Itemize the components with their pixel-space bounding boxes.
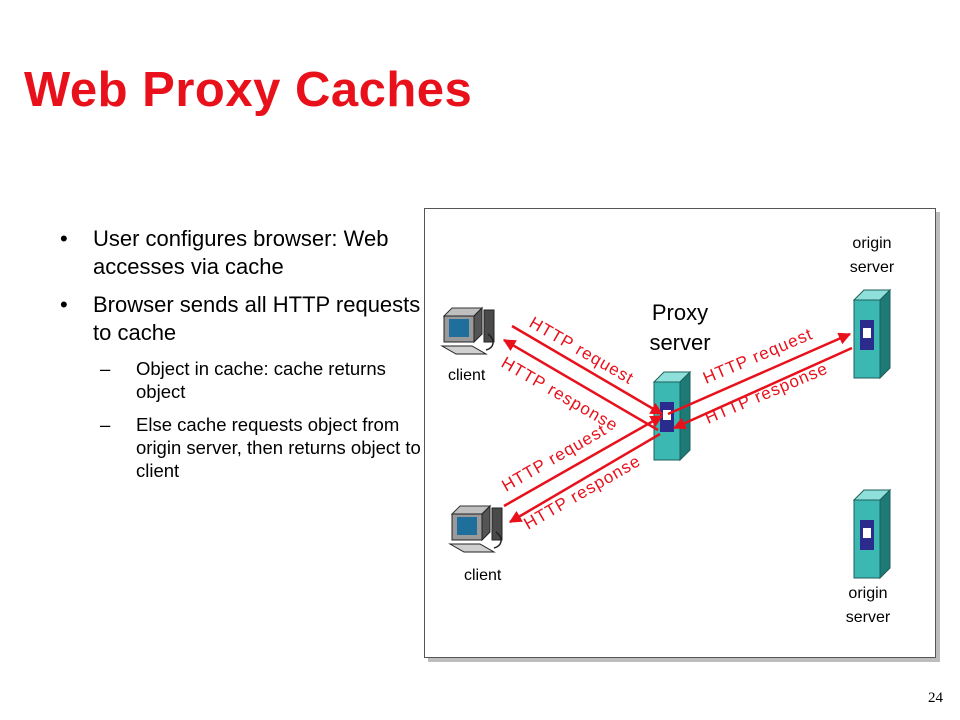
arrow-request-origin	[667, 332, 852, 416]
bullet-marker: •	[60, 292, 68, 317]
arrow-request-client-bottom	[503, 414, 664, 508]
arrow-response-client-top	[502, 338, 659, 432]
origin-server-bottom-icon	[853, 489, 891, 579]
client-bottom-icon	[449, 505, 503, 553]
origin-bottom-label-line2: server	[846, 609, 891, 626]
origin-server-top-icon	[853, 289, 891, 379]
origin-bottom-label-line1: origin	[848, 585, 887, 602]
sub-bullet-marker: –	[100, 358, 111, 379]
slide-title: Web Proxy Caches	[24, 63, 473, 117]
sub-bullet-text: Object in cache: cache returns object	[136, 358, 386, 402]
bullet-text: Browser sends all HTTP requests to cache	[93, 292, 421, 345]
bullet-item: • Browser sends all HTTP requests to cac…	[60, 291, 430, 347]
sub-bullet-marker: –	[100, 414, 111, 435]
sub-bullet-item: – Else cache requests object from origin…	[60, 413, 430, 482]
client-top-icon	[441, 307, 495, 355]
origin-top-label-line2: server	[850, 259, 895, 276]
page-number: 24	[928, 690, 943, 706]
client-top-label: client	[448, 367, 486, 384]
proxy-label-line1: Proxy	[652, 300, 708, 325]
bullet-item: • User configures browser: Web accesses …	[60, 225, 430, 281]
arrow-response-client-bottom	[508, 432, 661, 524]
sub-bullet-item: – Object in cache: cache returns object	[60, 357, 430, 403]
proxy-diagram: Proxy server client client origin server…	[441, 235, 895, 626]
sub-bullet-text: Else cache requests object from origin s…	[136, 414, 421, 481]
client-bottom-label: client	[464, 567, 502, 584]
proxy-label-line2: server	[649, 330, 710, 355]
bullet-list: • User configures browser: Web accesses …	[60, 225, 430, 492]
bullet-marker: •	[60, 226, 68, 251]
bullet-text: User configures browser: Web accesses vi…	[93, 226, 389, 279]
arrow-request-client-top	[511, 324, 664, 416]
proxy-server-icon	[653, 371, 691, 461]
origin-top-label-line1: origin	[852, 235, 891, 252]
arrow-response-origin	[672, 346, 853, 430]
